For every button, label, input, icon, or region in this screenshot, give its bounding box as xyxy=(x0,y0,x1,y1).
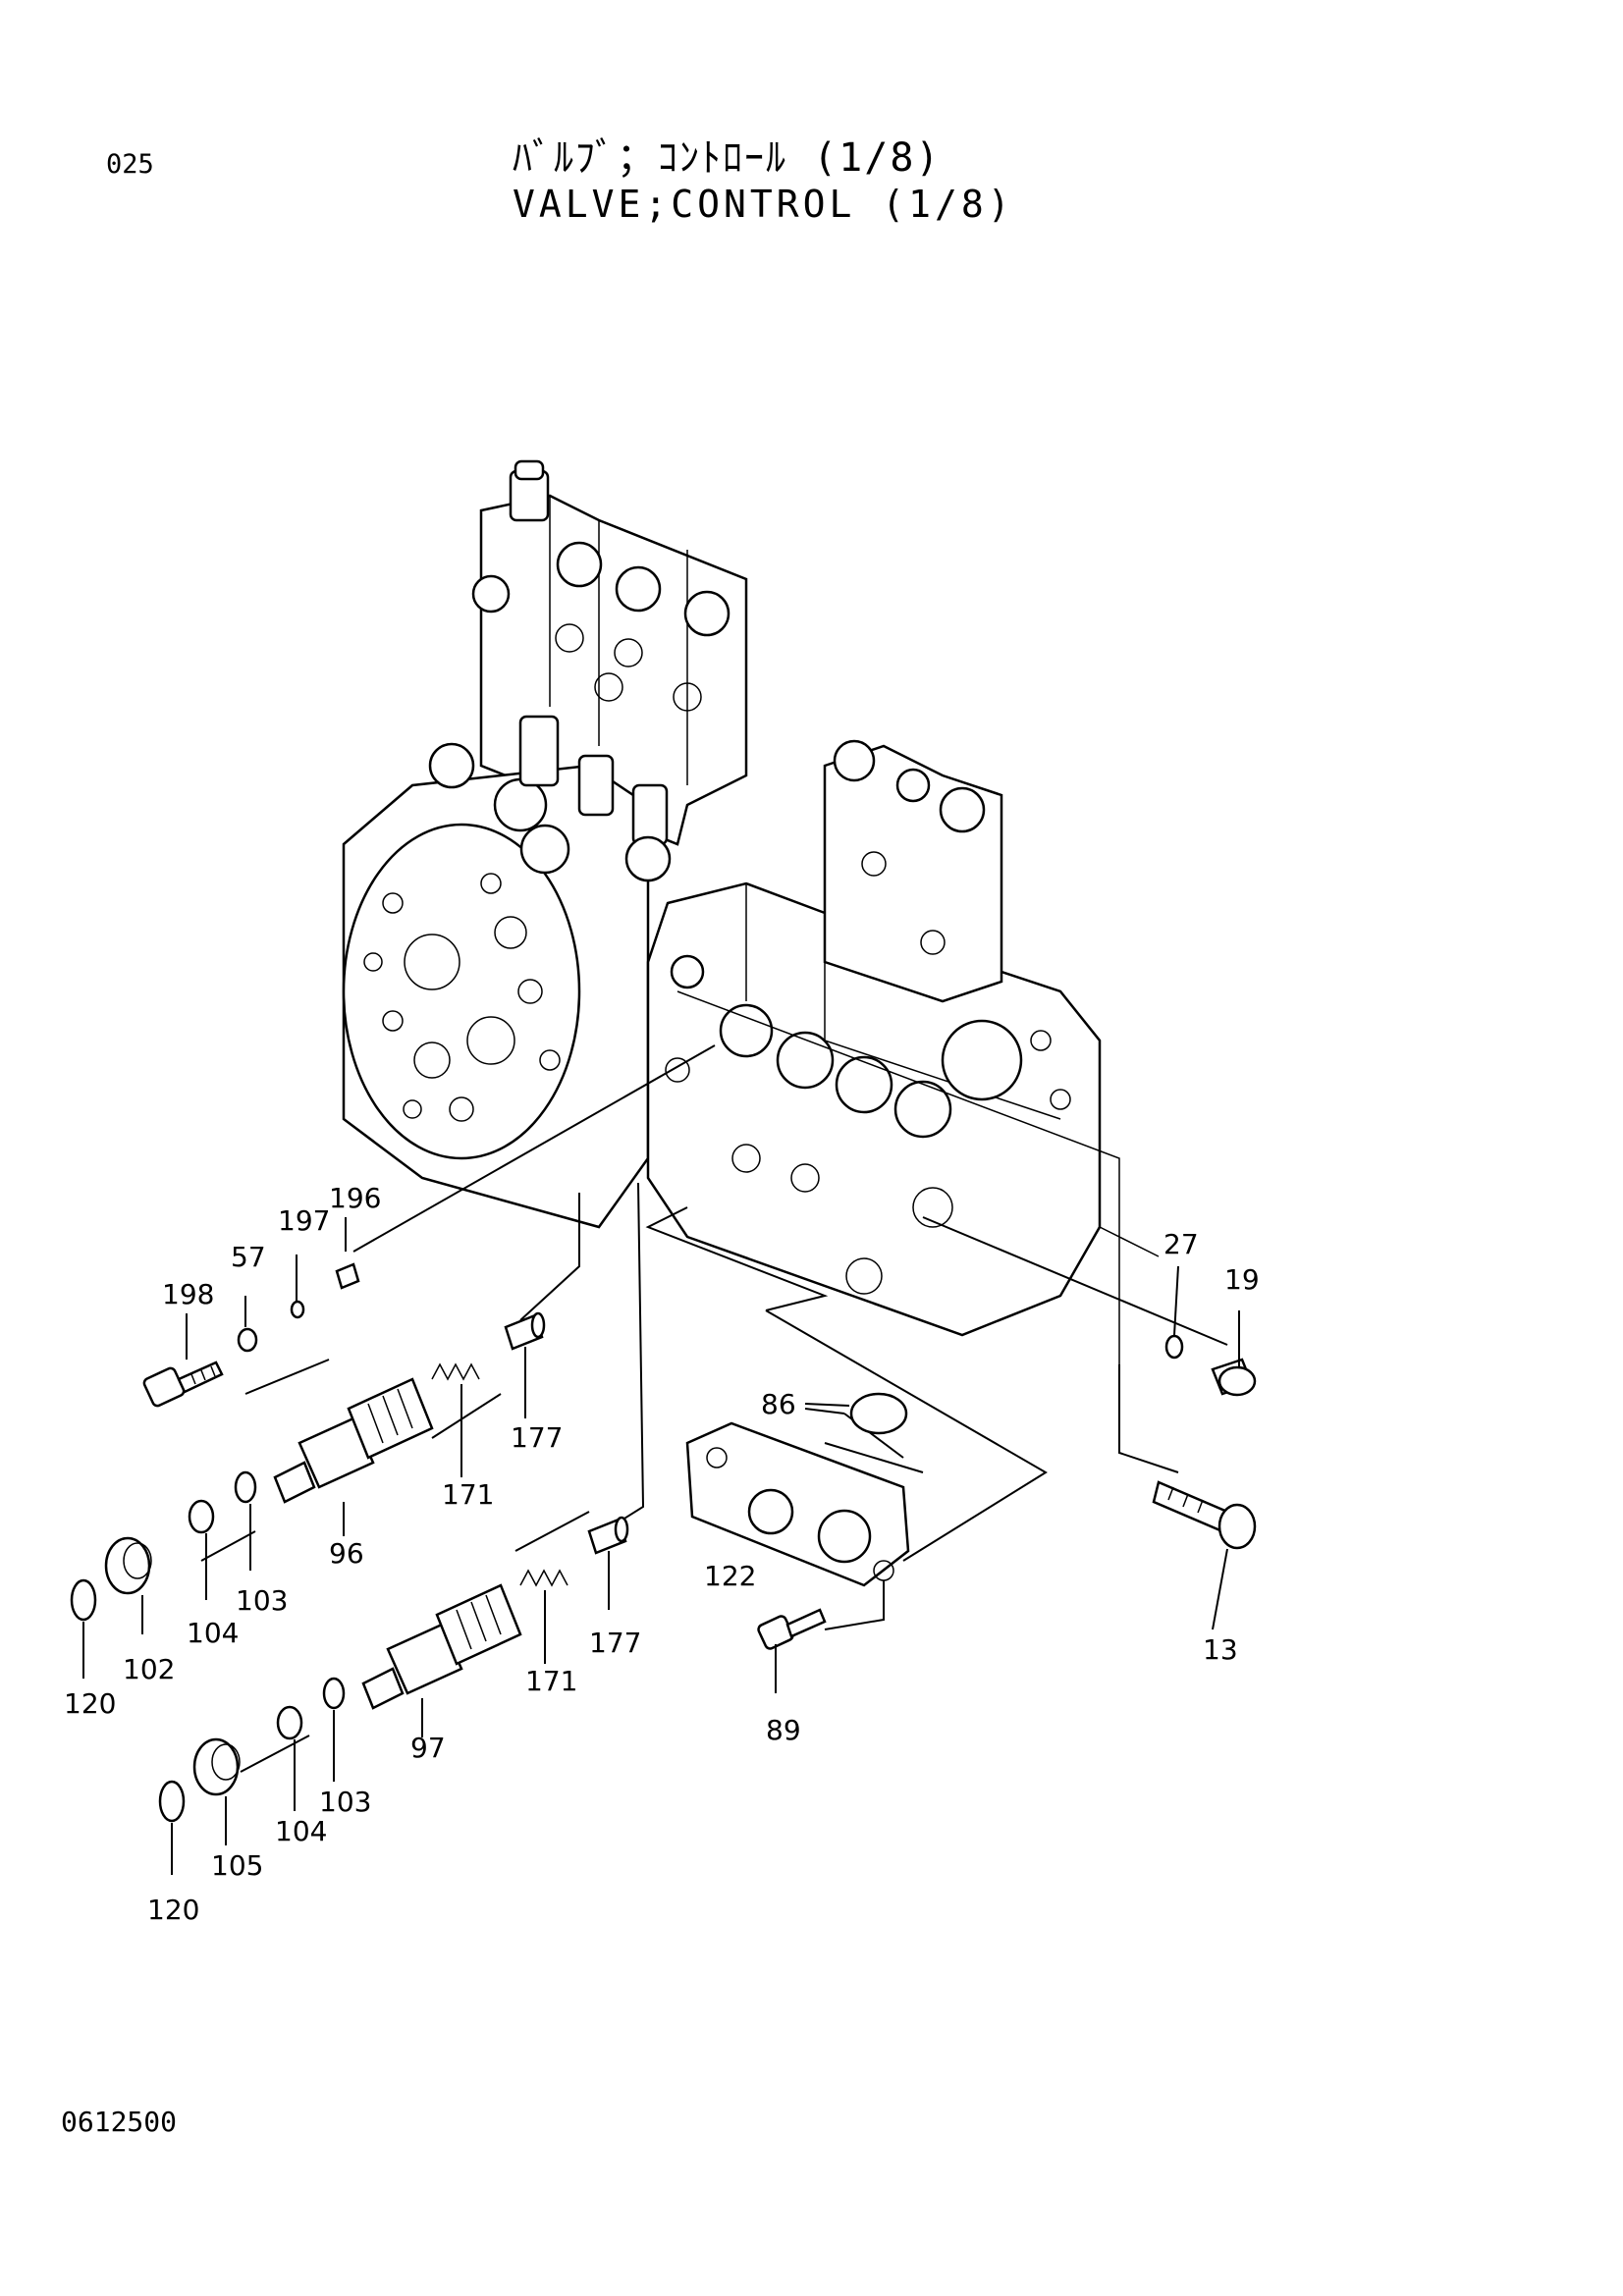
part-103a-oring xyxy=(234,1470,257,1504)
title-japanese: ﾊﾞﾙﾌﾞ；ｺﾝﾄﾛｰﾙ (1/8) xyxy=(513,135,942,181)
part-120a-ring xyxy=(70,1578,97,1622)
callout-labels: 196 197 57 198 177 171 96 103 104 102 12… xyxy=(64,1182,1260,1926)
callout-171-lower: 171 xyxy=(525,1665,577,1697)
control-valve-body xyxy=(342,459,1160,1364)
callout-104-upper: 104 xyxy=(187,1617,239,1649)
part-19-plug xyxy=(1211,1358,1257,1397)
part-198-bolt xyxy=(142,1361,224,1408)
callout-104-lower: 104 xyxy=(275,1815,327,1847)
part-27-oring xyxy=(1164,1334,1184,1360)
callout-97: 97 xyxy=(410,1732,446,1764)
part-120b-ring xyxy=(158,1780,186,1823)
callout-96: 96 xyxy=(329,1537,364,1570)
part-171a-spring xyxy=(431,1362,480,1381)
part-57-oring xyxy=(237,1327,258,1353)
callout-27: 27 xyxy=(1163,1228,1199,1260)
part-103b-oring xyxy=(322,1677,346,1710)
callout-89: 89 xyxy=(766,1714,801,1746)
callout-122: 122 xyxy=(704,1560,756,1592)
part-86-oring xyxy=(849,1392,908,1435)
drawing-number: 0612500 xyxy=(61,2106,178,2138)
part-96-relief-valve xyxy=(273,1377,434,1504)
part-171b-spring xyxy=(519,1569,568,1587)
part-104a-ring xyxy=(188,1499,215,1534)
part-177a-seat xyxy=(504,1311,546,1351)
part-177b-seat xyxy=(587,1516,629,1555)
callout-86: 86 xyxy=(761,1388,796,1420)
part-89-bolt xyxy=(757,1608,827,1650)
part-102-plug xyxy=(104,1536,152,1595)
callout-102: 102 xyxy=(123,1653,175,1685)
callout-13: 13 xyxy=(1203,1633,1238,1666)
part-122-cover xyxy=(685,1421,910,1587)
part-104b-ring xyxy=(276,1705,303,1740)
callout-103-upper: 103 xyxy=(236,1584,288,1617)
callout-171-upper: 171 xyxy=(442,1478,494,1511)
title-english: VALVE;CONTROL (1/8) xyxy=(513,183,1014,226)
callout-177-lower: 177 xyxy=(589,1627,641,1659)
callout-103-lower: 103 xyxy=(319,1786,371,1818)
callout-105: 105 xyxy=(211,1849,263,1882)
callout-pointers xyxy=(82,1217,1240,1875)
callout-19: 19 xyxy=(1224,1263,1260,1296)
part-197-washer xyxy=(290,1300,305,1319)
callout-57: 57 xyxy=(231,1241,266,1273)
callout-177-upper: 177 xyxy=(511,1421,563,1454)
part-105-plug xyxy=(192,1737,241,1796)
callout-196: 196 xyxy=(329,1182,381,1214)
part-13-bolt xyxy=(1152,1480,1257,1550)
callout-120-lower: 120 xyxy=(147,1894,199,1926)
part-196-plug xyxy=(335,1262,360,1290)
page-number: 025 xyxy=(106,149,154,180)
callout-198: 198 xyxy=(162,1278,214,1310)
callout-120-upper: 120 xyxy=(64,1687,116,1720)
assembly-leader-lines xyxy=(200,1044,1228,1773)
callout-197: 197 xyxy=(278,1204,330,1237)
part-97-relief-valve xyxy=(361,1583,522,1710)
